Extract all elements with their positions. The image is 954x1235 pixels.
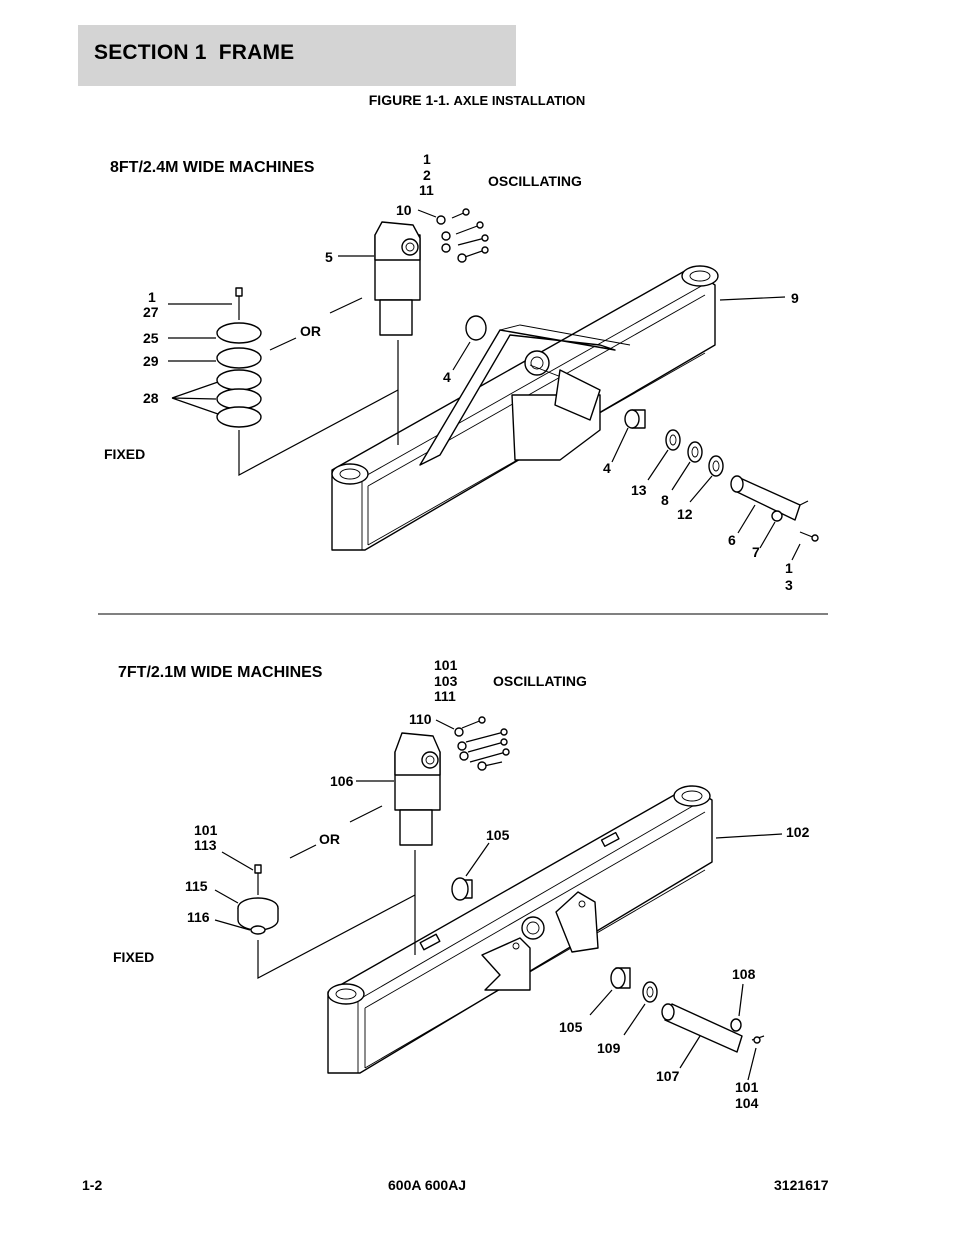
lower-diagram: 7FT/2.1M WIDE MACHINES OSCILLATING FIXED…: [113, 657, 810, 1111]
callout-4b: 4: [603, 460, 611, 476]
document-number: 3121617: [774, 1177, 829, 1193]
page-number: 1-2: [82, 1177, 103, 1193]
callout-101b: 101: [194, 822, 218, 838]
figure-title: AXLE INSTALLATION: [453, 93, 586, 108]
lower-or-label: OR: [319, 831, 340, 847]
callout-104: 104: [735, 1095, 759, 1111]
upper-fixed-label: FIXED: [104, 446, 145, 462]
callout-107: 107: [656, 1068, 680, 1084]
callout-116: 116: [187, 909, 210, 925]
lower-heading: 7FT/2.1M WIDE MACHINES: [118, 664, 323, 681]
callout-106: 106: [330, 773, 354, 789]
section-header: SECTION 1 FRAME: [78, 25, 516, 86]
callout-13: 13: [631, 482, 647, 498]
oscillating-cylinder-5: [374, 221, 421, 445]
callout-28: 28: [143, 390, 159, 406]
bushing-4-upper: [465, 315, 487, 341]
callout-25: 25: [143, 330, 159, 346]
lower-oscillating-label: OSCILLATING: [493, 673, 587, 689]
callout-101c: 101: [735, 1079, 759, 1095]
upper-heading: 8FT/2.4M WIDE MACHINES: [110, 159, 315, 176]
oscillating-cylinder-106: [394, 732, 441, 955]
fixed-mount-stack: [216, 287, 399, 477]
model-number: 600A 600AJ: [388, 1177, 467, 1193]
upper-diagram: 8FT/2.4M WIDE MACHINES OSCILLATING FIXED…: [104, 151, 819, 593]
pin-assembly-upper: [624, 409, 819, 542]
lower-fixed-label: FIXED: [113, 949, 154, 965]
callout-9: 9: [791, 290, 799, 306]
callout-11: 11: [419, 182, 434, 198]
lower-leader-lines: [214, 719, 783, 1081]
callout-2: 2: [423, 167, 431, 183]
upper-leader-lines: [168, 209, 801, 561]
callout-103: 103: [434, 673, 458, 689]
figure-number: FIGURE 1-1.: [368, 92, 450, 108]
callout-102: 102: [786, 824, 810, 840]
figure-caption: FIGURE 1-1. AXLE INSTALLATION: [0, 92, 954, 108]
callout-101: 101: [434, 657, 458, 673]
callout-6: 6: [728, 532, 736, 548]
upper-or-label: OR: [300, 323, 321, 339]
callout-115: 115: [185, 878, 208, 894]
callout-5: 5: [325, 249, 333, 265]
upper-oscillating-label: OSCILLATING: [488, 173, 582, 189]
callout-105b: 105: [559, 1019, 583, 1035]
pivot-frame: [419, 324, 631, 466]
callout-4a: 4: [443, 369, 451, 385]
callout-3: 3: [785, 577, 793, 593]
section-title: SECTION 1 FRAME: [94, 41, 295, 64]
callout-29: 29: [143, 353, 159, 369]
pin-assembly-lower: [610, 967, 765, 1053]
callout-110: 110: [409, 711, 432, 727]
callout-10: 10: [396, 202, 412, 218]
callout-7: 7: [752, 544, 760, 560]
callout-1b: 1: [148, 289, 156, 305]
callout-109: 109: [597, 1040, 621, 1056]
callout-108: 108: [732, 966, 756, 982]
fixed-mount-lower: [237, 864, 416, 979]
callout-111: 111: [434, 688, 456, 704]
callout-8: 8: [661, 492, 669, 508]
cylinder-bolts: [436, 208, 489, 263]
callout-105a: 105: [486, 827, 510, 843]
callout-1c: 1: [785, 560, 793, 576]
callout-27: 27: [143, 304, 159, 320]
callout-113: 113: [194, 837, 217, 853]
pivot-brackets: [481, 891, 599, 991]
callout-1: 1: [423, 151, 431, 167]
cylinder-bolts-lower: [454, 716, 510, 771]
callout-12: 12: [677, 506, 693, 522]
axle-beam-102: [327, 785, 713, 1074]
